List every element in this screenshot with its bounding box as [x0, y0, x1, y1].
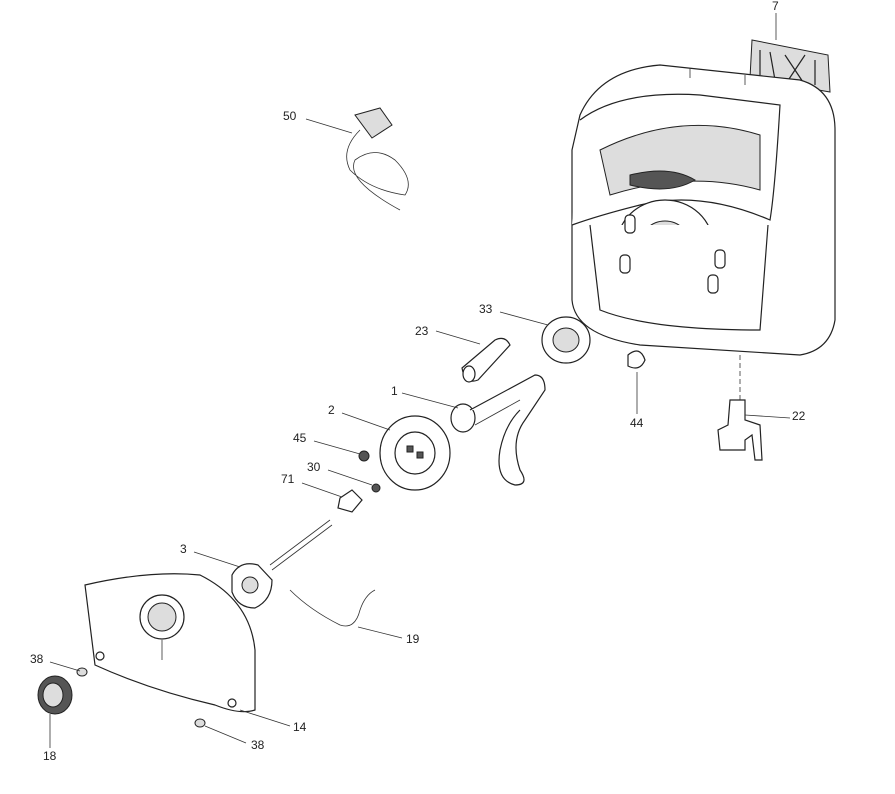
label-part-22: 22 [792, 409, 806, 423]
part-33-gasket [541, 316, 591, 364]
label-part-44: 44 [630, 416, 644, 430]
part-44-clip [627, 350, 646, 369]
label-part-7: 7 [772, 0, 779, 13]
part-19-wire [289, 589, 376, 627]
label-part-23: 23 [415, 324, 429, 338]
part-45-screw [358, 450, 370, 462]
part-1-heating-element [450, 374, 546, 486]
part-38-screw [194, 718, 206, 728]
label-part-38: 38 [251, 738, 265, 752]
part-23-anode [461, 337, 511, 383]
part-3-thermostat [231, 519, 333, 609]
label-part-14: 14 [293, 720, 307, 734]
label-part-38: 38 [30, 652, 44, 666]
part-22-valve [717, 399, 763, 461]
part-water-heater-tank [571, 64, 836, 400]
part-38-screw [76, 667, 88, 677]
label-part-33: 33 [479, 302, 493, 316]
label-part-50: 50 [283, 109, 297, 123]
label-part-3: 3 [180, 542, 187, 556]
part-18-knob [37, 675, 73, 715]
label-part-71: 71 [281, 472, 295, 486]
part-71-connector [337, 489, 363, 513]
label-part-1: 1 [391, 384, 398, 398]
leader-lines [49, 13, 791, 748]
label-part-19: 19 [406, 632, 420, 646]
label-part-30: 30 [307, 460, 321, 474]
part-14-front-cover [84, 573, 256, 713]
label-part-45: 45 [293, 431, 307, 445]
part-2-flange [379, 415, 451, 491]
label-part-2: 2 [328, 403, 335, 417]
part-50-power-cable [346, 107, 409, 211]
label-part-18: 18 [43, 749, 57, 763]
part-30-screw [371, 483, 381, 493]
